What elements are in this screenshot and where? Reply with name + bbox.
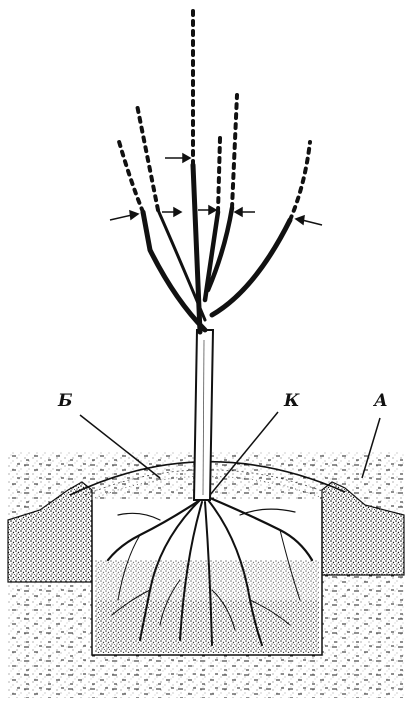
label-k: К	[284, 393, 299, 410]
removed-branch-tips	[118, 10, 310, 220]
pruned-branches	[143, 165, 290, 332]
label-b: Б	[58, 393, 73, 410]
label-a: А	[374, 393, 388, 410]
tree-trunk	[194, 330, 213, 500]
